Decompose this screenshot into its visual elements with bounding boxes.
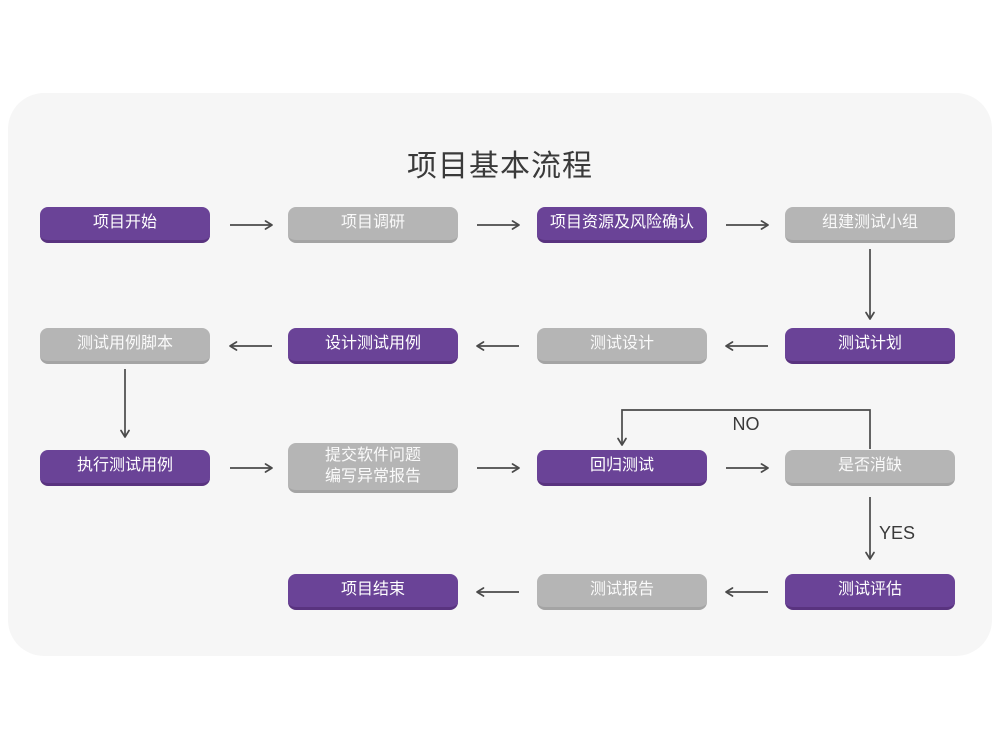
node-project-start: 项目开始 — [40, 207, 210, 243]
node-regression-test: 回归测试 — [537, 450, 707, 486]
page-title: 项目基本流程 — [407, 150, 593, 183]
node-project-end: 项目结束 — [288, 574, 458, 610]
node-design-test-cases: 设计测试用例 — [288, 328, 458, 364]
node-defect-cleared-decision: 是否消缺 — [785, 450, 955, 486]
flowchart-card — [8, 93, 992, 656]
edge-label-no: NO — [732, 414, 760, 434]
edge-label-yes: YES — [879, 523, 916, 543]
node-execute-test-cases: 执行测试用例 — [40, 450, 210, 486]
node-project-resources-risk: 项目资源及风险确认 — [537, 207, 707, 243]
node-test-design: 测试设计 — [537, 328, 707, 364]
node-test-plan: 测试计划 — [785, 328, 955, 364]
node-test-evaluation: 测试评估 — [785, 574, 955, 610]
node-project-research: 项目调研 — [288, 207, 458, 243]
node-test-case-script: 测试用例脚本 — [40, 328, 210, 364]
node-test-report: 测试报告 — [537, 574, 707, 610]
node-submit-issues-write-report: 提交软件问题 编写异常报告 — [288, 443, 458, 493]
node-build-test-team: 组建测试小组 — [785, 207, 955, 243]
